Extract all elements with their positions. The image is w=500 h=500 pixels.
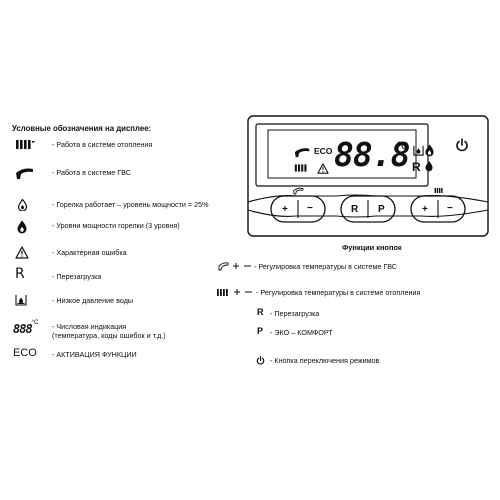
legend-item-reset: - Перезагрузка <box>52 272 102 281</box>
display-digits: 88.8 <box>334 135 410 174</box>
display-tap-icon <box>293 146 311 158</box>
function-mode-switch: - Кнопка переключения режимов <box>270 356 380 365</box>
function-reset: - Перезагрузка <box>270 309 320 318</box>
eco-comfort-button-icon: P <box>257 326 264 336</box>
digital-readout-icon: 888°C <box>13 320 39 336</box>
legend-title: Условные обозначения на дисплее: <box>12 124 152 133</box>
flame-levels-icon <box>16 219 28 234</box>
legend-item-error: - Характерная ошибка <box>52 248 127 257</box>
eco-comfort-button[interactable]: P <box>378 204 385 215</box>
display-flame-icon <box>424 143 434 157</box>
heating-button-radiator-icon <box>433 186 445 195</box>
reset-button-icon: R <box>257 307 264 317</box>
dhw-button-tap-icon <box>292 186 304 195</box>
eco-icon: ECO <box>13 347 37 359</box>
functions-title: Функции кнопок <box>342 243 402 252</box>
function-eco-comfort: - ЭКО – КОМФОРТ <box>270 328 333 337</box>
flame-small-icon <box>16 198 28 212</box>
display-unit: °C <box>397 141 409 152</box>
radiator-icon <box>14 138 36 150</box>
reset-button[interactable]: R <box>351 204 359 215</box>
legend-item-burner-25: - Горелка работает – уровень мощности = … <box>52 200 209 209</box>
heating-plus-minus-icon <box>216 287 254 297</box>
display-warning-icon <box>316 162 330 174</box>
display-radiator-icon <box>293 162 311 174</box>
legend-item-dhw: - Работа в системе ГВС <box>52 168 131 177</box>
heating-plus-button[interactable]: + <box>422 204 428 215</box>
display-eco-label: ECO <box>314 146 333 156</box>
legend-item-numeric: - Числовая индикация <box>52 322 127 331</box>
heating-minus-button[interactable]: − <box>447 203 453 214</box>
dhw-plus-button[interactable]: + <box>282 204 288 215</box>
warning-icon <box>14 245 30 259</box>
dhw-plus-minus-icon <box>218 261 252 271</box>
function-dhw: - Регулировка температуры в системе ГВС <box>254 262 397 271</box>
power-button[interactable] <box>454 137 470 153</box>
low-water-pressure-icon <box>14 293 28 307</box>
legend-item-eco: - АКТИВАЦИЯ ФУНКЦИИ <box>52 350 137 359</box>
reset-icon: R <box>15 266 25 282</box>
power-icon <box>255 355 266 366</box>
legend-item-low-pressure: - Низкое давление воды <box>52 296 134 305</box>
function-heating: - Регулировка температуры в системе отоп… <box>256 288 421 297</box>
panel-buttons <box>270 195 466 223</box>
legend-item-numeric-detail: (температура, коды ошибок и т.д.) <box>52 331 166 340</box>
display-low-pressure-icon <box>412 144 424 156</box>
legend-item-burner-levels: - Уровни мощности горелки (3 уровня) <box>52 221 180 230</box>
dhw-minus-button[interactable]: − <box>307 203 313 214</box>
control-panel <box>247 115 489 237</box>
legend-item-heating: - Работа в системе отопления <box>52 140 153 149</box>
display-reset-glyph: R <box>412 160 421 174</box>
tap-icon <box>14 166 36 180</box>
display-drop-icon <box>424 159 434 173</box>
